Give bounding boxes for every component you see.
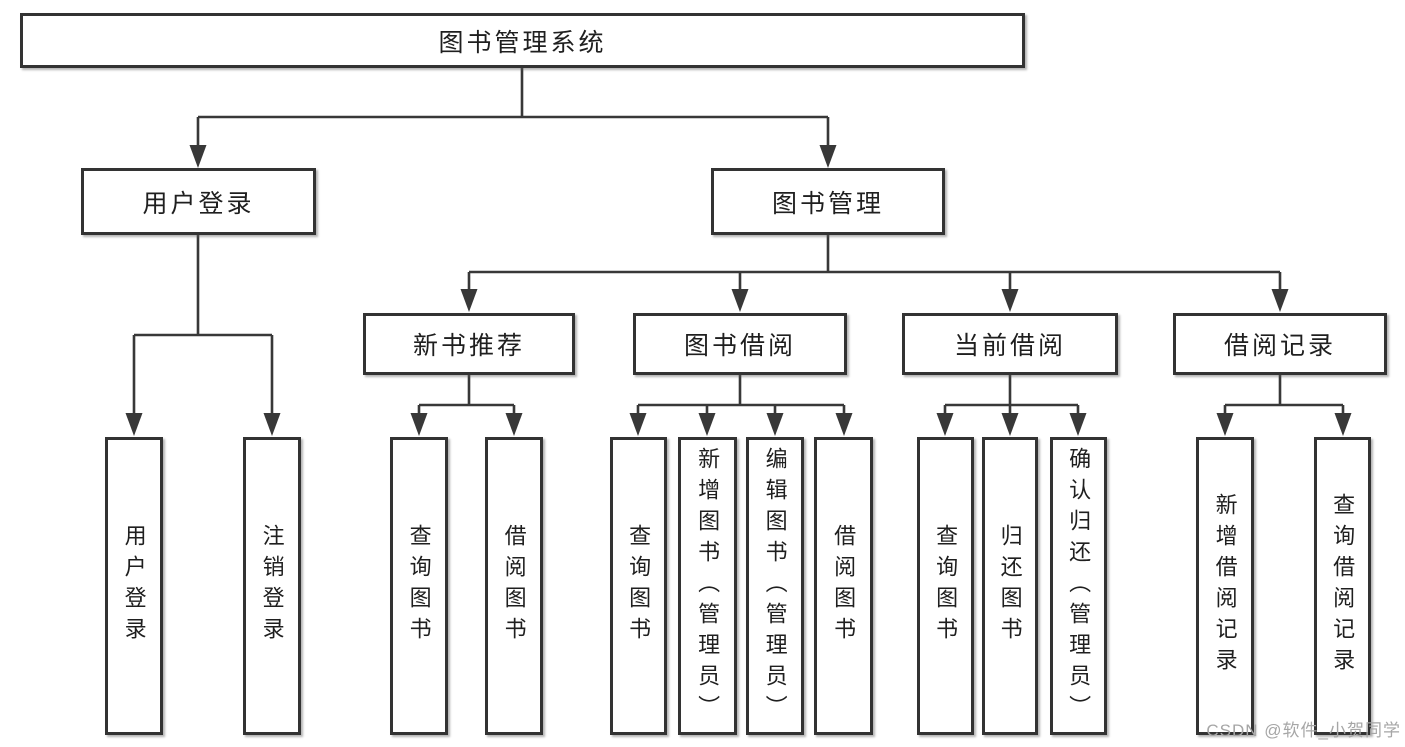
connector-current [943,375,1080,415]
node-library-system: 图书管理系统 [20,13,1025,68]
leaf-label: 查询图书 [626,524,652,648]
arrowhead-icon [1216,413,1234,436]
arrowhead-icon [1069,413,1087,436]
connector-root [196,68,830,147]
leaf-query-books-current: 查询图书 [917,437,974,735]
leaf-label: 新增图书（管理员） [695,446,721,726]
leaf-label: 借阅图书 [501,524,527,648]
leaf-label: 归还图书 [997,524,1023,648]
leaf-label: 查询图书 [933,524,959,648]
leaf-label: 借阅图书 [831,524,857,648]
leaf-label: 查询借阅记录 [1330,493,1356,679]
node-borrow-records: 借阅记录 [1173,313,1387,375]
arrowhead-icon [698,413,716,436]
connector-borrow [636,375,846,415]
arrowhead-icon [125,413,143,436]
leaf-borrow-books-recommend: 借阅图书 [485,437,543,735]
connector-records [1223,375,1345,415]
arrowhead-icon [766,413,784,436]
connector-recommend [417,375,516,415]
arrowhead-icon [410,413,428,436]
leaf-label: 编辑图书（管理员） [762,446,788,726]
arrowhead-icon [1001,289,1019,312]
leaf-return-books: 归还图书 [982,437,1038,735]
leaf-query-books-recommend: 查询图书 [390,437,448,735]
node-user-login: 用户登录 [81,168,316,235]
arrowhead-icon [936,413,954,436]
connector-login [132,235,274,415]
arrowhead-icon [1334,413,1352,436]
arrowhead-icon [460,289,478,312]
arrowhead-icon [263,413,281,436]
arrowhead-icon [629,413,647,436]
arrowhead-icon [189,145,207,168]
leaf-edit-books-admin: 编辑图书（管理员） [746,437,804,735]
csdn-watermark: CSDN @软件_小贺同学 [1206,721,1401,740]
arrowhead-icon [1271,289,1289,312]
node-book-management: 图书管理 [711,168,945,235]
arrowhead-icon [835,413,853,436]
leaf-add-books-admin: 新增图书（管理员） [678,437,737,735]
leaf-label: 用户登录 [121,524,147,648]
leaf-logout: 注销登录 [243,437,301,735]
leaf-label: 查询图书 [406,524,432,648]
node-current-borrow: 当前借阅 [902,313,1118,375]
node-new-book-recommend: 新书推荐 [363,313,575,375]
leaf-add-borrow-record: 新增借阅记录 [1196,437,1254,735]
leaf-query-borrow-record: 查询借阅记录 [1314,437,1371,735]
leaf-label: 注销登录 [259,524,285,648]
leaf-borrow-books: 借阅图书 [814,437,873,735]
leaf-user-login: 用户登录 [105,437,163,735]
leaf-label: 新增借阅记录 [1212,493,1238,679]
leaf-confirm-return-admin: 确认归还（管理员） [1050,437,1107,735]
arrowhead-icon [1001,413,1019,436]
leaf-query-books-borrow: 查询图书 [610,437,667,735]
arrowhead-icon [731,289,749,312]
leaf-label: 确认归还（管理员） [1066,446,1092,726]
arrowhead-icon [819,145,837,168]
node-book-borrow: 图书借阅 [633,313,847,375]
connector-book-management [467,235,1282,291]
arrowhead-icon [505,413,523,436]
